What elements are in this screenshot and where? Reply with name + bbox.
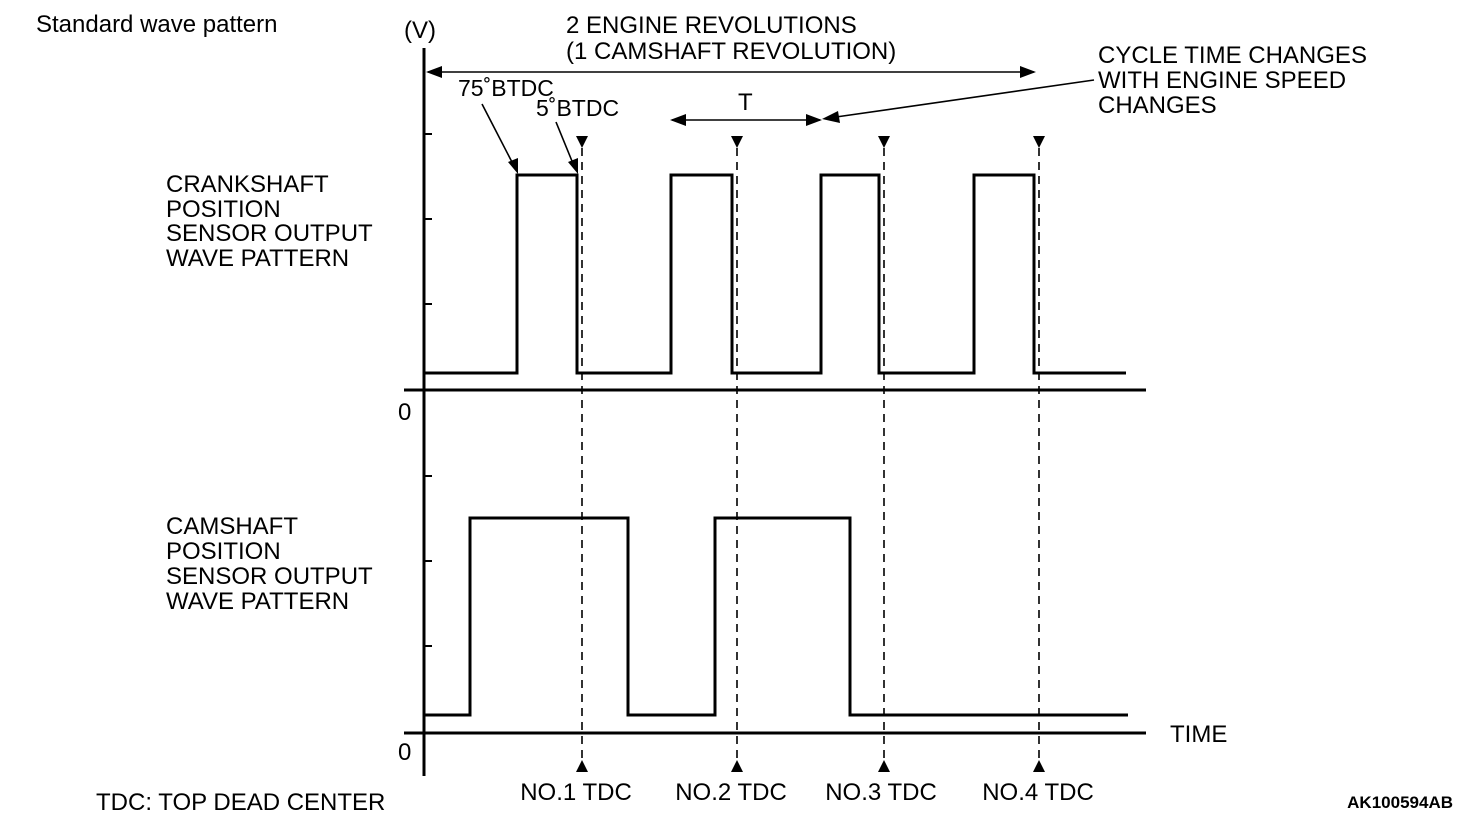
tdc-marker-2 xyxy=(731,136,743,772)
cycle-leader-arrows xyxy=(822,79,1095,123)
crank-label-line: SENSOR OUTPUT xyxy=(166,220,373,247)
cam-waveform xyxy=(424,516,1128,717)
revolutions-label-line2: (1 CAMSHAFT REVOLUTION) xyxy=(566,38,896,65)
revolutions-dimension-arrow xyxy=(426,66,1036,78)
tdc-up-triangle-icon xyxy=(731,760,743,772)
tdc-down-triangle-icon xyxy=(576,136,588,148)
tdc-up-triangle-icon xyxy=(1033,760,1045,772)
tdc-marker-3 xyxy=(878,136,890,772)
tdc-label-3: NO.3 TDC xyxy=(825,779,937,806)
tdc-down-triangle-icon xyxy=(878,136,890,148)
cycle-label-line2: WITH ENGINE SPEED xyxy=(1098,67,1346,94)
btdc5-label: 5˚BTDC xyxy=(536,95,619,121)
cam-label-line: WAVE PATTERN xyxy=(166,588,349,615)
btdc75-leader xyxy=(481,103,518,174)
crank-waveform xyxy=(424,173,1126,375)
tdc-up-triangle-icon xyxy=(576,760,588,772)
cam-label-line: SENSOR OUTPUT xyxy=(166,563,373,590)
crank-sensor-label: CRANKSHAFT POSITION SENSOR OUTPUT WAVE P… xyxy=(166,171,373,272)
tdc-down-triangle-icon xyxy=(731,136,743,148)
tdc-label-4: NO.4 TDC xyxy=(982,779,1094,806)
cam-zero-label: 0 xyxy=(398,739,411,766)
period-dimension-arrow xyxy=(670,114,822,126)
tdc-label-2: NO.2 TDC xyxy=(675,779,787,806)
cycle-label-line1: CYCLE TIME CHANGES xyxy=(1098,42,1367,69)
time-axis-label: TIME xyxy=(1170,721,1227,748)
tdc-marker-4 xyxy=(1033,136,1045,772)
tdc-legend: TDC: TOP DEAD CENTER xyxy=(96,789,385,816)
period-label: T xyxy=(738,89,753,116)
crank-label-line: WAVE PATTERN xyxy=(166,245,349,272)
cam-label-line: CAMSHAFT xyxy=(166,513,298,540)
crank-label-line: POSITION xyxy=(166,196,281,223)
crank-zero-label: 0 xyxy=(398,399,411,426)
btdc5-leader xyxy=(555,121,578,174)
diagram-title: Standard wave pattern xyxy=(36,11,278,38)
cycle-label-line3: CHANGES xyxy=(1098,92,1217,119)
revolutions-label-line1: 2 ENGINE REVOLUTIONS xyxy=(566,12,857,39)
btdc75-label: 75˚BTDC xyxy=(458,75,554,101)
voltage-axis-ticks xyxy=(424,133,432,647)
tdc-down-triangle-icon xyxy=(1033,136,1045,148)
volt-unit-label: (V) xyxy=(404,17,436,44)
crank-label-line: CRANKSHAFT xyxy=(166,171,329,198)
tdc-label-1: NO.1 TDC xyxy=(520,779,632,806)
cam-label-line: POSITION xyxy=(166,538,281,565)
tdc-up-triangle-icon xyxy=(878,760,890,772)
cam-sensor-label: CAMSHAFT POSITION SENSOR OUTPUT WAVE PAT… xyxy=(166,513,373,615)
tdc-marker-1 xyxy=(576,136,588,772)
figure-code: AK100594AB xyxy=(1347,793,1453,812)
